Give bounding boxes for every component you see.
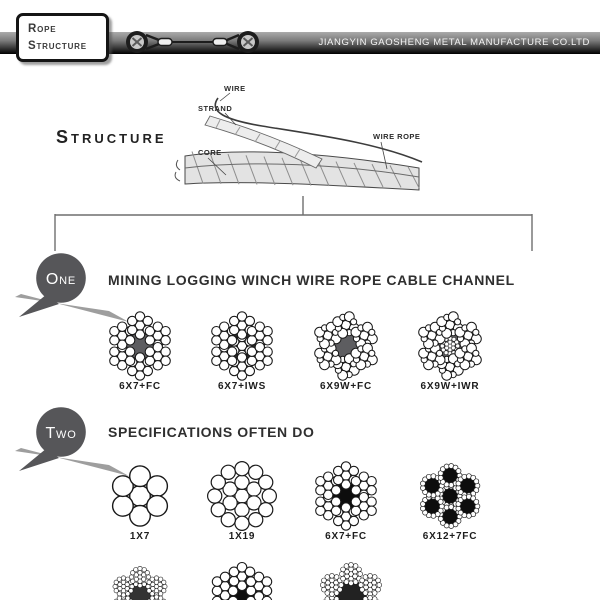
badge-one: One [15, 253, 129, 322]
cross-section-1x19 [200, 459, 284, 535]
cross-section-6x7-fc [98, 309, 182, 385]
core-label: CORE [198, 148, 222, 157]
badge-two-label: Two [45, 425, 76, 442]
fig-label: 1X19 [228, 531, 256, 542]
badge-two: Two [15, 407, 129, 476]
fig-label: 1X7 [129, 531, 151, 542]
box-title-line2: Structure [28, 39, 87, 52]
wire-label: WIRE [224, 84, 246, 93]
fig-label: 6X7+IWS [217, 381, 267, 392]
tree-connector [54, 196, 533, 251]
strand-label: STRAND [198, 104, 232, 113]
badge-one-label: One [46, 271, 76, 288]
cross-section-6x7-iws [200, 309, 284, 385]
cross-section-6x9w-fc [304, 309, 388, 385]
company-name: JIANGYIN GAOSHENG METAL MANUFACTURE CO.L… [318, 37, 590, 48]
cross-section-partial-2 [200, 559, 284, 600]
box-title-line1: Rope [28, 23, 57, 35]
cross-section-1x7 [98, 459, 182, 535]
fig-label: 6X9W+IWR [420, 381, 480, 392]
cross-section-6x12-7fc [408, 459, 492, 535]
cross-section-6x7-fc-b [304, 459, 388, 535]
structure-heading: Structure [56, 127, 167, 147]
fig-label: 6X12+7FC [422, 531, 478, 542]
cross-section-6x9w-iwr [408, 309, 492, 385]
wire-rope-diagram: WIRE STRAND CORE WIRE ROPE [174, 84, 423, 191]
rope-structure-box: Rope Structure [16, 13, 109, 62]
wire-rope-sling-icon [126, 31, 259, 53]
fig-label: 6X7+FC [119, 381, 161, 392]
cross-section-partial-3 [309, 559, 393, 600]
fig-label: 6X7+FC [325, 531, 367, 542]
section-two-heading: SPECIFICATIONS OFTEN DO [108, 424, 315, 440]
fig-label: 6X9W+FC [319, 381, 372, 392]
wire-rope-label: WIRE ROPE [373, 132, 420, 141]
cross-section-partial-1 [98, 559, 182, 600]
section-one-heading: MINING LOGGING WINCH WIRE ROPE CABLE CHA… [108, 272, 515, 288]
